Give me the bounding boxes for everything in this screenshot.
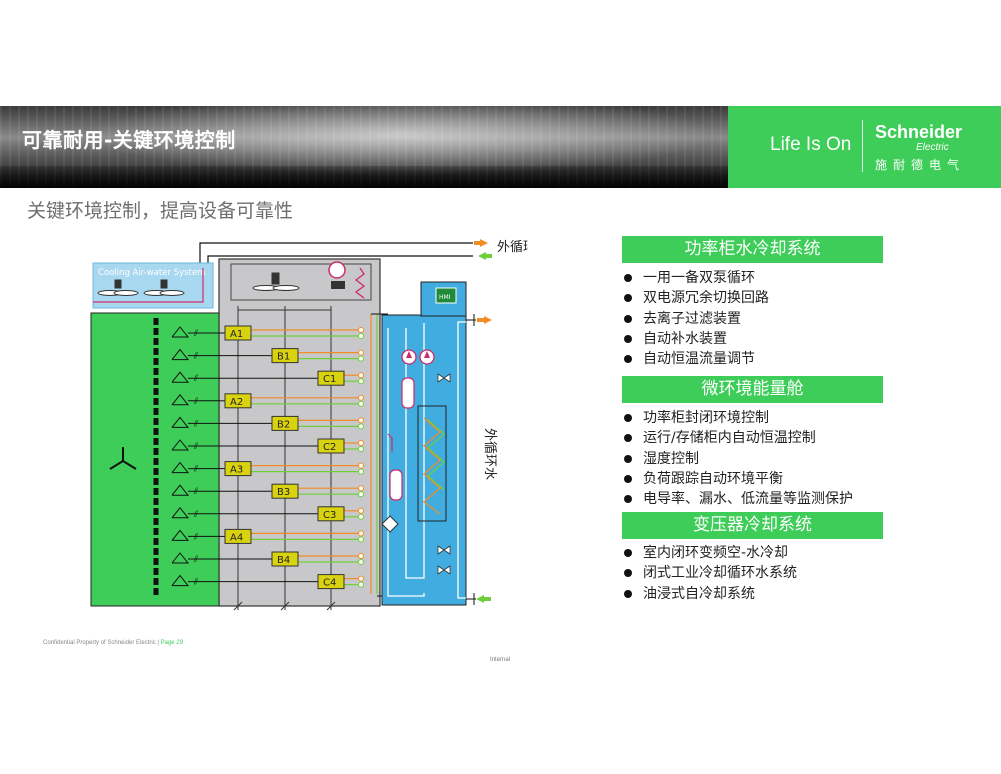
- power-module-label: A3: [230, 465, 243, 476]
- power-module-label: C2: [323, 442, 336, 453]
- section-title-micro-environment: 微环境能量舱: [622, 376, 883, 403]
- cable-mark: ⫽: [193, 419, 198, 429]
- power-module-label: B2: [277, 419, 290, 430]
- outflow-arrow-icon: [480, 239, 488, 247]
- cable-mark: ⫽: [193, 465, 198, 475]
- valve-icon: [359, 537, 364, 542]
- valve-icon: [359, 441, 364, 446]
- power-module-label: A2: [230, 397, 243, 408]
- list-item: 室内闭环变频空-水冷却: [622, 543, 797, 563]
- header-banner: 可靠耐用-关键环境控制 Life Is On Schneider Electri…: [0, 106, 1001, 188]
- list-item: 去离子过滤装置: [622, 309, 769, 329]
- valve-icon: [359, 356, 364, 361]
- cable-mark: ⫽: [193, 578, 198, 588]
- power-module-label: B1: [277, 352, 290, 363]
- cable-mark: ⫽: [193, 510, 198, 520]
- cable-mark: ⫽: [193, 555, 198, 565]
- valve-icon: [359, 560, 364, 565]
- heat-exchanger-icon: [331, 281, 345, 289]
- power-module-label: A4: [230, 532, 243, 543]
- external-loop-label-top: 外循环水: [497, 240, 528, 255]
- valve-icon: [359, 486, 364, 491]
- bullet-list-micro-environment: 功率柜封闭环境控制 运行/存储柜内自动恒温控制 湿度控制 负荷跟踪自动环境平衡 …: [622, 408, 853, 509]
- list-item: 电导率、漏水、低流量等监测保护: [622, 489, 853, 509]
- cooling-system-diagram: 外循环水 Cooling Air-water System ⫽ ⫽ ⫽ ⫽ ⫽ ⫽ ⫽ ⫽ ⫽ ⫽…: [88, 238, 528, 618]
- valve-icon: [359, 582, 364, 587]
- list-item: 闭式工业冷却循环水系统: [622, 563, 797, 583]
- valve-icon: [359, 463, 364, 468]
- valve-icon: [359, 424, 364, 429]
- brand-logo-cn: 施耐德电气: [875, 156, 965, 173]
- inflow-arrow-tail: [484, 597, 491, 601]
- external-loop-label-side: 外循环水: [482, 428, 497, 480]
- bullet-list-power-cabinet-cooling: 一用一备双泵循环 双电源冗余切换回路 去离子过滤装置 自动补水装置 自动恒温流量…: [622, 268, 769, 369]
- list-item: 双电源冗余切换回路: [622, 288, 769, 308]
- list-item: 运行/存储柜内自动恒温控制: [622, 428, 853, 448]
- power-module-label: C3: [323, 510, 336, 521]
- hmi-label: HMI: [439, 294, 451, 301]
- valve-icon: [359, 379, 364, 384]
- outflow-arrow-tail: [474, 241, 480, 245]
- inflow-arrow-icon: [478, 252, 486, 260]
- tagline-text: Life Is On: [770, 134, 851, 155]
- list-item: 负荷跟踪自动环境平衡: [622, 469, 853, 489]
- valve-icon: [359, 514, 364, 519]
- valve-icon: [359, 508, 364, 513]
- valve-icon: [359, 350, 364, 355]
- cable-mark: ⫽: [193, 352, 198, 362]
- valve-icon: [359, 401, 364, 406]
- brand-divider: [862, 120, 863, 172]
- cable-mark: ⫽: [193, 487, 198, 497]
- slide-subtitle: 关键环境控制，提高设备可靠性: [27, 196, 293, 223]
- power-module-label: B4: [277, 555, 290, 566]
- valve-icon: [359, 554, 364, 559]
- section-title-power-cabinet-cooling: 功率柜水冷却系统: [622, 236, 883, 263]
- valve-icon: [359, 531, 364, 536]
- valve-icon: [359, 328, 364, 333]
- power-module-label: C1: [323, 374, 336, 385]
- classification-label: Internal: [490, 657, 510, 663]
- bullet-list-transformer-cooling: 室内闭环变频空-水冷却 闭式工业冷却循环水系统 油浸式自冷却系统: [622, 543, 797, 604]
- inflow-arrow-tail: [486, 254, 492, 258]
- valve-icon: [359, 418, 364, 423]
- page-number: Page 29: [161, 640, 183, 646]
- outflow-arrow-tail: [477, 318, 484, 322]
- valve-icon: [359, 469, 364, 474]
- tagline: Life Is On: [770, 134, 851, 156]
- list-item: 湿度控制: [622, 449, 853, 469]
- inflow-arrow-icon: [476, 595, 484, 603]
- list-item: 一用一备双泵循环: [622, 268, 769, 288]
- valve-icon: [359, 576, 364, 581]
- cable-mark: ⫽: [193, 329, 198, 339]
- footer-confidential: Confidential Property of Schneider Elect…: [43, 640, 183, 646]
- gauge-icon: [329, 262, 345, 278]
- power-module-label: C4: [323, 578, 336, 589]
- footer-text: Confidential Property of Schneider Elect…: [43, 640, 159, 646]
- list-item: 油浸式自冷却系统: [622, 584, 797, 604]
- list-item: 自动补水装置: [622, 329, 769, 349]
- cable-mark: ⫽: [193, 532, 198, 542]
- cooling-system-label: Cooling Air-water System: [98, 268, 205, 278]
- section-title-transformer-cooling: 变压器冷却系统: [622, 512, 883, 539]
- power-module-label: A1: [230, 329, 243, 340]
- power-cabinet-panel: [219, 259, 380, 606]
- slide-title: 可靠耐用-关键环境控制: [22, 124, 236, 153]
- outflow-arrow-icon: [484, 316, 492, 324]
- valve-icon: [359, 395, 364, 400]
- valve-icon: [359, 447, 364, 452]
- brand-logo-name: Schneider: [875, 122, 962, 143]
- brand-panel: Life Is On Schneider Electric 施耐德电气: [728, 106, 1001, 188]
- valve-icon: [359, 492, 364, 497]
- valve-icon: [359, 334, 364, 339]
- cable-mark: ⫽: [193, 442, 198, 452]
- valve-icon: [359, 373, 364, 378]
- cable-mark: ⫽: [193, 397, 198, 407]
- power-module-label: B3: [277, 487, 290, 498]
- cable-mark: ⫽: [193, 374, 198, 384]
- brand-logo-sub: Electric: [916, 142, 949, 153]
- list-item: 自动恒温流量调节: [622, 349, 769, 369]
- list-item: 功率柜封闭环境控制: [622, 408, 853, 428]
- stadium-photo: 可靠耐用-关键环境控制: [0, 106, 728, 188]
